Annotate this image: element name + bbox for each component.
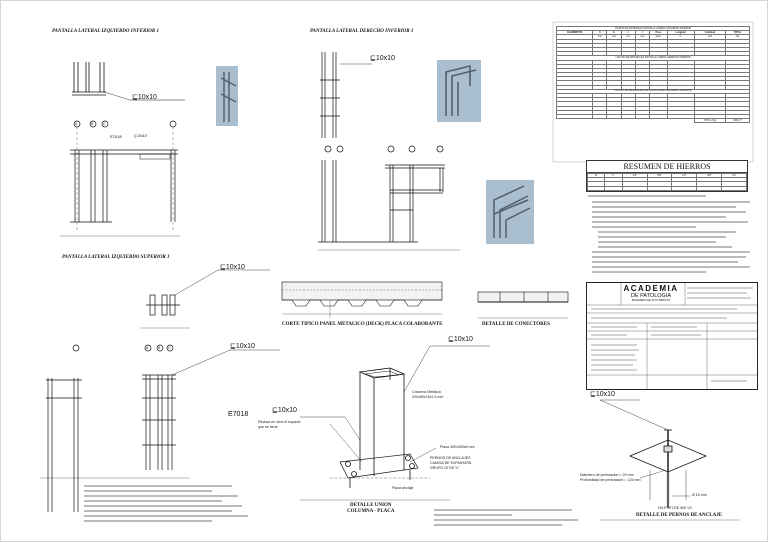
columna-metalica-label: Columna Metálica xyxy=(412,390,441,394)
title-pantalla-der-inf: PANTALLA LATERAL DERECHO INFERIOR 1 xyxy=(310,29,414,34)
axis-a-2: A xyxy=(146,346,149,350)
weld-label-5: ⊑10x10 xyxy=(448,336,473,343)
phi-label: Ø 16 mm xyxy=(692,493,707,497)
bottom-left-notes xyxy=(84,485,248,522)
svg-text:⊑10x10: ⊑10x10 xyxy=(134,134,147,138)
bottom-middle-notes xyxy=(434,509,578,526)
title-pantalla-izq-sup: PANTALLA LATERAL IZQUIERDO SUPERIOR 1 xyxy=(62,255,170,260)
resumen-table: Ø 1" 3/4" 5/8" 1/2" 3/8" 1/4" xyxy=(587,172,747,191)
weld-label-1: ⊑10x10 xyxy=(132,94,157,101)
axis-a-1: A xyxy=(75,122,78,126)
table-total-label: TOTAL (Kg) xyxy=(693,118,727,124)
revisar-label-1: Revisar en obra el espacio xyxy=(258,420,301,424)
weld-label-3: ⊑10x10 xyxy=(220,264,245,271)
pernos-label-1: PERNOS DE ANCLAJES xyxy=(430,456,471,460)
weld-label-4: ⊑10x10 xyxy=(230,343,255,350)
pernos-label-3: GRUPO 20 DE ¾" xyxy=(430,466,460,470)
materials-table-1: LISTADO DE MATERIALES PANTALLA LATERAL I… xyxy=(555,25,750,124)
title-pantalla-izq-inf: PANTALLA LATERAL IZQUIERDO INFERIOR 1 xyxy=(52,29,159,34)
academia-logo: ACADEMIA DE PATOLOGIA INGENIERIA DE ALTO… xyxy=(620,284,682,302)
placa-label: Placa 300x300x6 mm xyxy=(440,445,475,449)
diametro-label: Diámetro de perforación = 20 mm xyxy=(580,473,634,477)
academia-sub: DE PATOLOGIA xyxy=(630,293,672,299)
column-plate-drawing xyxy=(300,345,490,501)
academia-name: ACADEMIA xyxy=(623,284,679,293)
pernos-label-2: CAMISA DE EXPANSIÓN xyxy=(430,461,472,465)
weld-label-6: ⊑10x10 xyxy=(272,407,297,414)
table-total-value: 6664.77 xyxy=(725,118,750,124)
svg-text:E7018: E7018 xyxy=(110,134,122,139)
pantalla-izq-inf-drawing xyxy=(60,62,185,237)
revisar-label-2: que se tiene xyxy=(258,425,278,429)
weld-label-7: ⊑10x10 xyxy=(590,391,615,398)
title-detalle-conectores: DETALLE DE CONECTORES xyxy=(482,322,550,327)
electrode-label: E7018 xyxy=(228,411,249,418)
isometric-view-3 xyxy=(486,180,534,244)
title-columna-placa: COLUMNA - PLACA xyxy=(347,509,395,514)
general-notes xyxy=(588,195,750,273)
axis-b-2: B xyxy=(158,346,161,350)
axis-c-2: C xyxy=(168,346,171,350)
axis-c-1: C xyxy=(103,122,106,126)
weld-label-2: ⊑10x10 xyxy=(370,55,395,62)
pantalla-izq-sup-drawing xyxy=(40,269,280,512)
deck-section-drawing xyxy=(281,281,443,318)
pantalla-der-inf-drawing xyxy=(318,52,460,251)
columna-dim-label: 200x80x15x1.5 mm xyxy=(412,395,444,399)
title-corte-deck: CORTE TIPICO PANEL METALICO (DECK) PLACA… xyxy=(282,322,443,327)
connector-detail-drawing xyxy=(477,291,569,319)
isometric-view-1 xyxy=(216,66,238,126)
title-detalle-pernos: DETALLE DE PERNOS DE ANCLAJE xyxy=(636,513,723,518)
hilti-label: HILTI HIT-RE 500 V3 xyxy=(658,506,692,510)
placa-anclaje-label: Placa anclaje xyxy=(392,486,414,490)
resumen-hierros-box: RESUMEN DE HIERROS Ø 1" 3/4" 5/8" 1/2" 3… xyxy=(586,160,748,192)
title-block xyxy=(586,282,758,390)
profundidad-label: Profundidad de perforación = 125 mm xyxy=(580,478,641,482)
anchor-bolt-drawing xyxy=(599,399,740,521)
academia-tag: INGENIERIA DE ALTO IMPACTO xyxy=(631,299,671,302)
resumen-title: RESUMEN DE HIERROS xyxy=(587,161,747,173)
title-detalle-union: DETALLE UNION xyxy=(350,503,392,508)
axis-b-1: B xyxy=(91,122,94,126)
